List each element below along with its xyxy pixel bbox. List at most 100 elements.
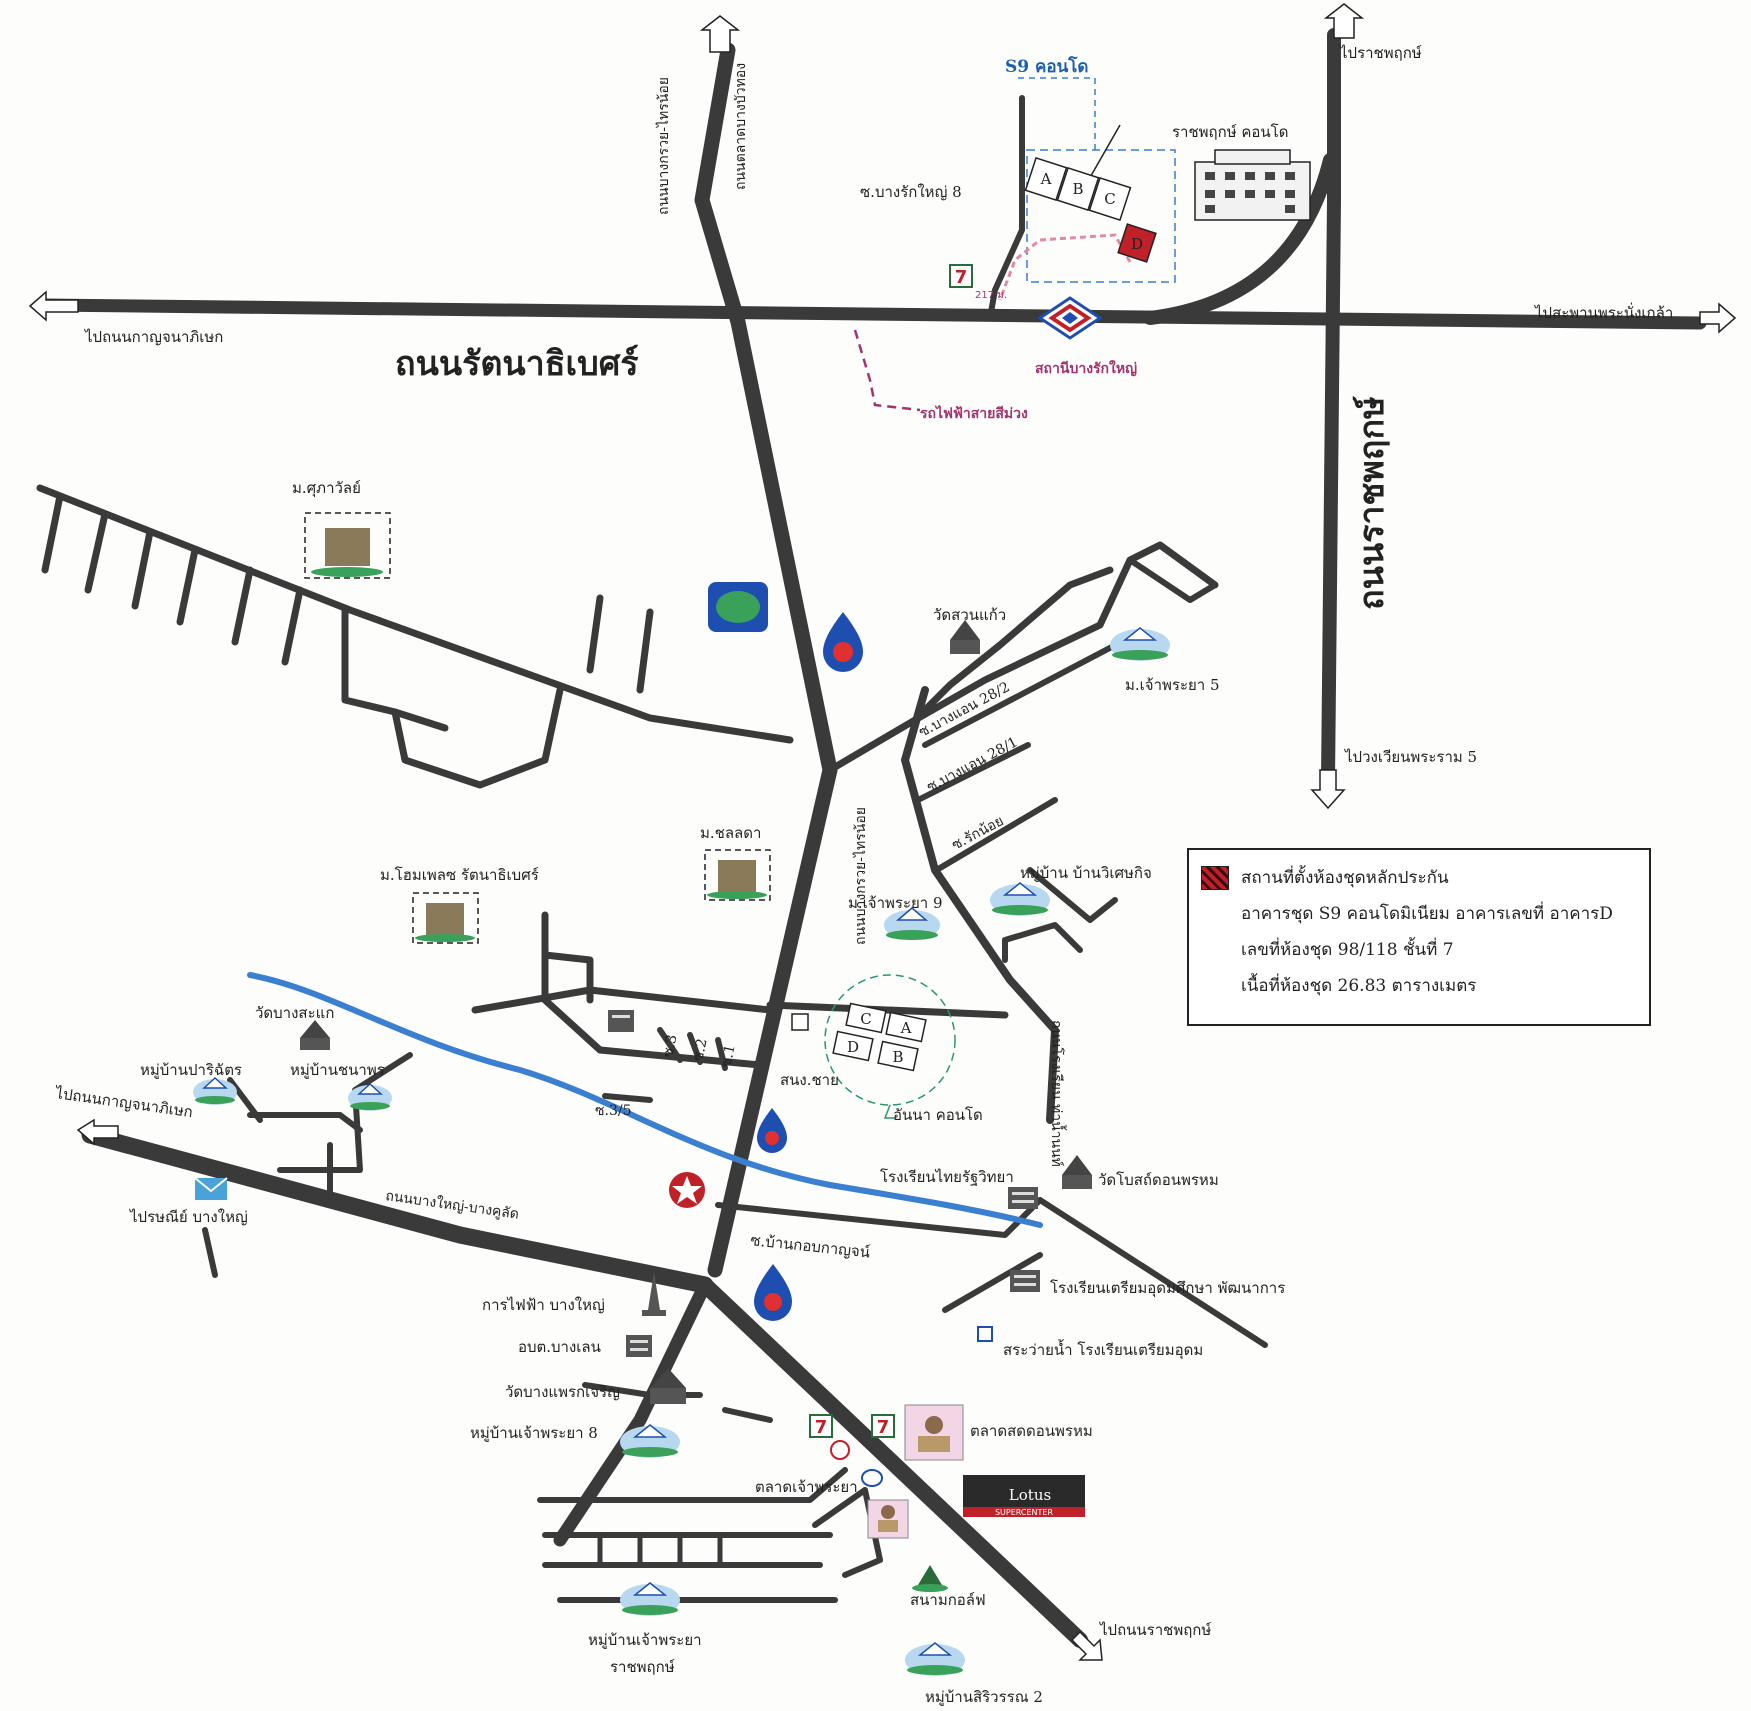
road-west-b [247, 1112, 363, 1133]
arrow-north-icon [699, 15, 741, 53]
housing-icon [1110, 627, 1170, 661]
legend-box: สถานที่ตั้งห้องชุดหลักประกัน อาคารชุด S9… [1187, 848, 1651, 1026]
svg-text:7: 7 [815, 1417, 828, 1438]
label-road-khlong-wat: ถนนโรงเรียน ท่าน้ำนนท์ [1048, 1020, 1067, 1167]
road-east-top [911, 541, 1219, 724]
legend-line2: เลขที่ห้องชุด 98/118 ชั้นที่ 7 [1241, 940, 1454, 960]
ptt-station-icon [757, 1108, 787, 1153]
label-wat-bangphlap: วัดบางแพรกเจริญ [505, 1383, 620, 1401]
road-soi-ban-kong [715, 1197, 1043, 1238]
ptt-station-icon [823, 612, 863, 672]
road-nw-loop [341, 604, 564, 789]
ratchaphruek-condo-icon [1194, 149, 1311, 221]
label-m-home-place: ม.โฮมเพลซ รัตนาธิเบศร์ [380, 866, 539, 884]
road-nw-spur4 [176, 546, 199, 626]
road-soi-rak-noi [937, 797, 1058, 871]
road-east-spur-2 [1027, 867, 1118, 923]
market-icon [904, 1404, 964, 1461]
label-purple-line: รถไฟฟ้าสายสีม่วง [920, 404, 1028, 422]
arrow-west-icon [76, 1118, 119, 1146]
temple-icon [950, 620, 980, 654]
ptt-station-icon [754, 1264, 792, 1321]
road-ratchaphruek-curve [1143, 153, 1337, 325]
label-road-talat-bangbuathong: ถนนตลาดบางบัวทอง [733, 63, 749, 190]
label-wat-bangsakae: วัดบางสะแก [255, 1004, 334, 1022]
label-mooban-chaophraya-ratchaphruek-1: หมู่บ้านเจ้าพระยา [588, 1631, 702, 1649]
label-talat-chaophraya: ตลาดเจ้าพระยา [755, 1478, 858, 1496]
school-icon [1008, 1187, 1038, 1209]
svg-text:A: A [900, 1019, 912, 1037]
station-icon [1037, 296, 1103, 340]
label-to-wongwaen-rama5: ไปวงเวียนพระราม 5 [1344, 748, 1477, 766]
walk-route [998, 233, 1132, 301]
building-c: C [1088, 176, 1132, 222]
road-nw-spur2 [84, 510, 109, 594]
housing-icon [193, 1076, 237, 1105]
svg-text:B: B [1072, 180, 1083, 198]
arrow-west-icon [28, 290, 79, 322]
label-to-kanchanaphisek-w: ไปถนนกาญจนาภิเษก [84, 328, 223, 346]
lotus-label: Lotus [1009, 1486, 1051, 1504]
building-a: A [1024, 156, 1068, 202]
road-nw-spur7 [391, 708, 449, 732]
label-station-bangrak-yai: สถานีบางรักใหญ่ [1035, 359, 1137, 377]
road-soi-triam-branch [942, 1252, 1043, 1313]
arrow-southeast-icon [1070, 1630, 1103, 1661]
label-elec-bangyai: การไฟฟ้า บางใหญ่ [482, 1296, 605, 1314]
kfc-icon [830, 1440, 850, 1460]
label-soi-bangrak-yai-8: ซ.บางรักใหญ่ 8 [860, 183, 962, 201]
label-to-phra-nangklao: ไปสะพานพระนั่งเกล้า [1534, 302, 1673, 322]
road-nw-spur5 [231, 566, 254, 646]
temple-icon [650, 1368, 686, 1404]
arrow-south-icon [1310, 769, 1346, 810]
housing-icon [990, 882, 1050, 916]
svg-text:C: C [860, 1010, 871, 1028]
label-mooban-pariyat: หมู่บ้านปาริฉัตร [140, 1061, 242, 1079]
office-icon [626, 1335, 652, 1357]
temple-icon [1062, 1155, 1092, 1189]
road-west-d [202, 1227, 218, 1278]
legend-line1: อาคารชุด S9 คอนโดมิเนียม อาคารเลขที่ อาค… [1241, 904, 1613, 924]
label-m-suchawadee: ม.ศุภาวัลย์ [292, 479, 361, 498]
label-post-office: ไปรษณีย์ บางใหญ่ [129, 1208, 248, 1226]
arrow-east-icon [1699, 302, 1737, 334]
road-mid-2 [471, 986, 774, 1014]
collateral-swatch [1201, 866, 1229, 890]
road-east-branch [826, 566, 1114, 774]
road-bangyai-bangkulat [81, 1126, 714, 1294]
label-golf: สนามกอล์ฟ [910, 1591, 986, 1609]
label-obt-bang-len: อบต.บางเลน [518, 1338, 601, 1356]
svg-text:D: D [847, 1038, 859, 1056]
label-m-chaophraya-9: ม.เจ้าพระยา 9 [848, 894, 943, 912]
school-icon [1010, 1270, 1040, 1292]
temple-icon [300, 1020, 330, 1050]
label-road-bangkruai-mid: ถนนบางกรวย-ไทรน้อย [852, 807, 869, 945]
label-pool-school: สระว่ายน้ำ โรงเรียนเตรียมอุดม [1003, 1339, 1203, 1360]
purple-line-route [853, 329, 921, 412]
road-nw-spur1 [41, 492, 64, 574]
label-muang-thong: สนง.ชาย [780, 1071, 839, 1089]
road-network [35, 28, 1707, 1648]
housing-icon [704, 849, 771, 901]
label-to-ratchaphruek-n: ไปราชพฤกษ์ [1339, 44, 1422, 62]
arrow-north-icon [1323, 3, 1365, 39]
legend-title: สถานที่ตั้งห้องชุดหลักประกัน [1241, 868, 1449, 888]
road-east-curve [901, 686, 1059, 1124]
road-sw-grid-top [537, 1467, 848, 1503]
bangchak-station-icon [708, 582, 768, 632]
label-distance: 217 ม. [975, 290, 1007, 301]
label-talat-don-phrom: ตลาดสดดอนพรหม [970, 1422, 1093, 1440]
seven-eleven-icon: 7 [871, 1414, 895, 1438]
svg-text:B: B [892, 1048, 903, 1066]
road-ratchaphruek [1321, 28, 1341, 787]
label-wat-suan-kaeo: วัดสวนแก้ว [933, 606, 1006, 624]
office-icon [608, 1010, 634, 1032]
label-soi-2: ซ.2 [690, 1037, 710, 1063]
road-soi-3 [657, 1027, 683, 1063]
road-west-c [297, 1142, 333, 1198]
road-nw-spur8 [586, 594, 604, 674]
housing-icon [412, 892, 479, 944]
label-to-ratchaphruek-se: ไปถนนราชพฤกษ์ [1099, 1621, 1212, 1639]
